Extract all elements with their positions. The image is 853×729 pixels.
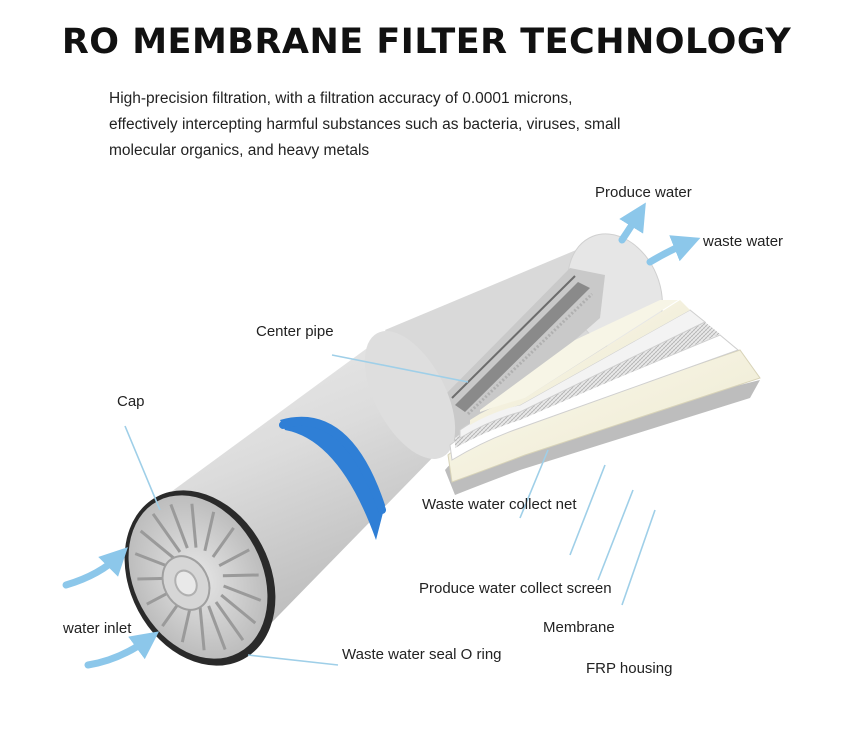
cap-spoke bbox=[218, 548, 250, 568]
label-produce-water: Produce water bbox=[595, 184, 692, 201]
leader-lines bbox=[124, 354, 656, 666]
label-produce-water-collect-screen: Produce water collect screen bbox=[419, 580, 612, 597]
cap-spoke bbox=[169, 503, 189, 549]
label-frp-housing: FRP housing bbox=[586, 660, 673, 677]
cap-spoke bbox=[223, 584, 262, 602]
label-membrane: Membrane bbox=[543, 619, 615, 636]
label-center-pipe: Center pipe bbox=[256, 323, 334, 340]
produce-water-arrow-icon bbox=[618, 202, 646, 244]
description: High-precision filtration, with a filtra… bbox=[109, 86, 709, 164]
end-cap bbox=[124, 490, 276, 666]
label-waste-water: waste water bbox=[703, 233, 784, 250]
cap-spoke bbox=[214, 601, 245, 641]
description-line-3: molecular organics, and heavy metals bbox=[109, 142, 370, 159]
cap-spoke bbox=[220, 593, 257, 625]
blue-band bbox=[280, 416, 385, 540]
inlet-arrow-bottom-icon bbox=[84, 631, 160, 669]
description-line-1: High-precision filtration, with a filtra… bbox=[109, 90, 573, 107]
center-pipe-channel bbox=[440, 268, 605, 445]
cap-spoke bbox=[139, 529, 176, 561]
cap-spoke bbox=[211, 526, 235, 558]
cap-spoke bbox=[207, 605, 227, 651]
inlet-arrow-top-icon bbox=[62, 547, 128, 589]
page-title: RO MEMBRANE FILTER TECHNOLOGY bbox=[61, 22, 792, 62]
cap-spoke bbox=[190, 503, 198, 548]
description-line-2: effectively intercepting harmful substan… bbox=[109, 116, 621, 133]
cap-spoke bbox=[198, 606, 206, 651]
membrane-layers bbox=[445, 300, 761, 495]
cap-spoke bbox=[203, 511, 216, 552]
label-waste-water-collect-net: Waste water collect net bbox=[422, 496, 577, 513]
waste-water-arrow-icon bbox=[646, 235, 701, 266]
label-cap: Cap bbox=[117, 393, 145, 410]
cap-spoke bbox=[151, 513, 182, 553]
cap-spoke bbox=[222, 573, 259, 578]
label-water-inlet: water inlet bbox=[63, 620, 132, 637]
label-waste-water-seal-o-ring: Waste water seal O ring bbox=[342, 646, 502, 663]
flow-arrows bbox=[62, 202, 701, 669]
